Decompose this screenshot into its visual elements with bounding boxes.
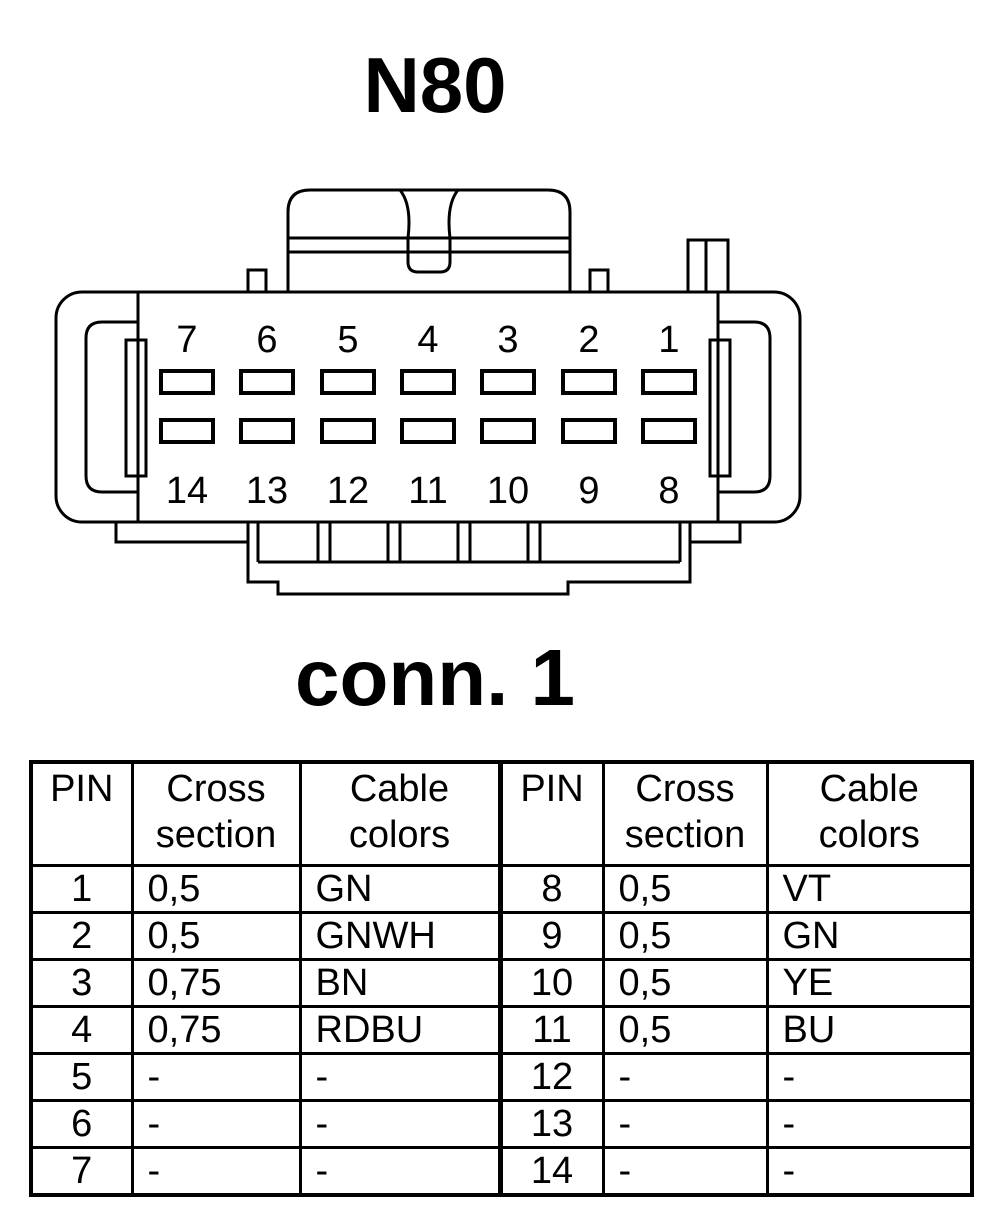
cross-section-cell: 0,75	[130, 957, 302, 1008]
top-latch	[286, 188, 572, 292]
pin-label-bottom: 14	[166, 470, 208, 512]
right-post	[588, 268, 610, 294]
table-row: 3 0,75 BN 10 0,5 YE	[29, 957, 974, 1008]
header-pin: PIN	[29, 760, 134, 867]
cross-section-cell: -	[130, 1098, 302, 1149]
connector-subtitle: conn. 1	[294, 633, 576, 722]
pin-cell: 5	[29, 1051, 134, 1102]
pin-label-top: 1	[658, 319, 679, 361]
cable-color-cell: -	[298, 1051, 503, 1102]
cross-section-cell: 0,5	[130, 910, 302, 961]
pin-label-top: 4	[417, 319, 438, 361]
pin-cell: 7	[29, 1145, 134, 1196]
pin-slots-top	[159, 369, 697, 395]
pin-cell: 11	[498, 1004, 605, 1055]
cross-section-cell: -	[601, 1145, 769, 1196]
left-post	[246, 268, 268, 294]
right-lock	[708, 320, 772, 494]
cable-color-cell: GN	[765, 910, 974, 961]
pin-cell: 10	[498, 957, 605, 1008]
table-row: 6 - - 13 - -	[29, 1098, 974, 1149]
cross-section-cell: 0,5	[601, 1004, 769, 1055]
table-row: 2 0,5 GNWH 9 0,5 GN	[29, 910, 974, 961]
pin-cell: 9	[498, 910, 605, 961]
pin-label-bottom: 12	[327, 470, 369, 512]
cross-section-cell: -	[130, 1145, 302, 1196]
pin-label-top: 3	[497, 319, 518, 361]
pin-cell: 12	[498, 1051, 605, 1102]
table-row: 7 - - 14 - -	[29, 1145, 974, 1196]
pin-label-bottom: 9	[578, 470, 599, 512]
cross-section-cell: 0,5	[601, 863, 769, 914]
pin-cell: 13	[498, 1098, 605, 1149]
cable-color-cell: GNWH	[298, 910, 503, 961]
cable-color-cell: RDBU	[298, 1004, 503, 1055]
pin-cell: 14	[498, 1145, 605, 1196]
pin-cell: 3	[29, 957, 134, 1008]
bottom-skirt	[114, 520, 742, 596]
pin-label-top: 2	[578, 319, 599, 361]
pin-slots-bottom	[159, 418, 697, 444]
connector-body	[54, 290, 802, 524]
table-row: 1 0,5 GN 8 0,5 VT	[29, 863, 974, 914]
pin-cell: 8	[498, 863, 605, 914]
cross-section-cell: -	[601, 1051, 769, 1102]
cable-color-cell: VT	[765, 863, 974, 914]
connector-title: N80	[363, 41, 507, 129]
right-tab	[686, 238, 730, 294]
cable-color-cell: GN	[298, 863, 503, 914]
header-pin: PIN	[498, 760, 605, 867]
cross-section-cell: 0,5	[130, 863, 302, 914]
pin-label-bottom: 10	[487, 470, 529, 512]
cable-color-cell: -	[298, 1145, 503, 1196]
pin-cell: 6	[29, 1098, 134, 1149]
pin-cell: 4	[29, 1004, 134, 1055]
cross-section-cell: 0,5	[601, 910, 769, 961]
pin-label-bottom: 8	[658, 470, 679, 512]
pin-label-top: 5	[337, 319, 358, 361]
cross-section-cell: -	[130, 1051, 302, 1102]
cross-section-cell: 0,75	[130, 1004, 302, 1055]
pin-label-bottom: 11	[408, 470, 447, 512]
cable-color-cell: YE	[765, 957, 974, 1008]
cable-color-cell: -	[765, 1051, 974, 1102]
pin-cell: 1	[29, 863, 134, 914]
cable-color-cell: BN	[298, 957, 503, 1008]
cable-color-cell: -	[765, 1145, 974, 1196]
cable-color-cell: -	[298, 1098, 503, 1149]
pin-label-top: 6	[256, 319, 277, 361]
cross-section-cell: 0,5	[601, 957, 769, 1008]
table-row: 5 - - 12 - -	[29, 1051, 974, 1102]
pin-cell: 2	[29, 910, 134, 961]
table-row: 4 0,75 RDBU 11 0,5 BU	[29, 1004, 974, 1055]
cable-color-cell: -	[765, 1098, 974, 1149]
connector-drawing: 7 6 5 4 3 2 1 14 13 12 11 10 9 8	[54, 188, 802, 596]
pin-label-bottom: 13	[246, 470, 288, 512]
left-lock	[84, 320, 148, 494]
cable-color-cell: BU	[765, 1004, 974, 1055]
pin-label-top: 7	[176, 319, 197, 361]
cross-section-cell: -	[601, 1098, 769, 1149]
